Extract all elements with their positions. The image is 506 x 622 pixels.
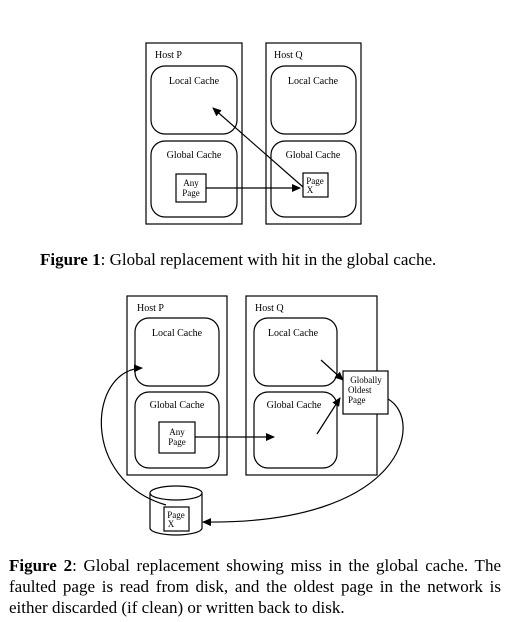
fig2-host-q-title: Host Q	[255, 303, 284, 314]
fig2-oldest-page-line3: Page	[348, 395, 366, 405]
fig2-host-p-local-cache-label: Local Cache	[152, 328, 203, 339]
fig1-host-p-global-cache	[150, 140, 238, 218]
figure-2: Host P Local Cache Global Cache Any Page…	[100, 295, 404, 536]
fig2-host-p-title: Host P	[137, 303, 164, 314]
fig2-host-p-global-cache-label: Global Cache	[150, 400, 205, 411]
fig1-host-p-title: Host P	[155, 50, 182, 61]
fig1-host-p-local-cache-label: Local Cache	[169, 76, 220, 87]
fig2-oldest-page-line1: Globally	[350, 375, 382, 385]
fig1-any-page-line2: Page	[182, 188, 200, 198]
fig1-host-q-title: Host Q	[274, 50, 303, 61]
figure-2-caption: Figure 2: Global replacement showing mis…	[9, 555, 501, 618]
fig1-host-p-local-cache	[150, 65, 238, 135]
fig1-host-q-local-cache	[270, 65, 357, 135]
fig1-host-q-global-cache	[270, 140, 357, 218]
figure-2-caption-text: : Global replacement showing miss in the…	[9, 556, 501, 617]
fig2-host-q-local-cache-label: Local Cache	[268, 328, 319, 339]
fig1-host-q-global-cache-label: Global Cache	[286, 150, 341, 161]
fig1-host-q-local-cache-label: Local Cache	[288, 76, 339, 87]
fig1-host-p-global-cache-label: Global Cache	[167, 150, 222, 161]
figure-1: Host P Local Cache Global Cache Any Page…	[145, 42, 362, 225]
fig2-arrow-local-q-to-oldest	[320, 359, 344, 381]
fig2-disk-page-line2: X	[168, 519, 175, 529]
figure-1-caption-label: Figure 1	[40, 250, 101, 269]
figure-1-caption-text: : Global replacement with hit in the glo…	[100, 250, 437, 269]
fig1-any-page-line1: Any	[183, 178, 199, 188]
fig1-arrow-page-x-to-local-p	[212, 107, 304, 188]
figure-2-caption-label: Figure 2	[9, 556, 73, 575]
fig2-any-page-line2: Page	[168, 437, 186, 447]
fig2-oldest-page-box	[342, 370, 389, 415]
fig1-page-x-box	[302, 172, 329, 198]
fig2-disk-page-x-box	[163, 506, 190, 532]
figure-1-caption: Figure 1: Global replacement with hit in…	[40, 249, 500, 270]
fig2-host-p-local-cache	[134, 317, 220, 387]
fig2-arrow-disk-to-local-p	[100, 364, 167, 506]
fig2-arrow-global-q-to-oldest	[316, 397, 341, 435]
fig2-any-page-line1: Any	[169, 427, 185, 437]
fig2-disk-page-line1: Page	[167, 510, 185, 520]
fig1-page-x-line2: X	[307, 185, 314, 195]
fig1-any-page-box	[175, 173, 207, 203]
fig2-any-page-box	[158, 421, 196, 454]
fig2-host-q-global-cache	[253, 391, 338, 469]
fig2-host-q-local-cache	[253, 317, 338, 387]
fig2-oldest-page-line2: Oldest	[348, 385, 372, 395]
fig2-arrow-oldest-to-disk	[202, 398, 404, 527]
fig2-disk-top	[149, 485, 203, 501]
fig1-page-x-line1: Page	[306, 176, 324, 186]
fig2-host-p-box	[126, 295, 228, 476]
fig1-host-q-box	[265, 42, 362, 225]
fig2-host-p-global-cache	[134, 391, 220, 469]
fig2-host-q-global-cache-label: Global Cache	[267, 400, 322, 411]
